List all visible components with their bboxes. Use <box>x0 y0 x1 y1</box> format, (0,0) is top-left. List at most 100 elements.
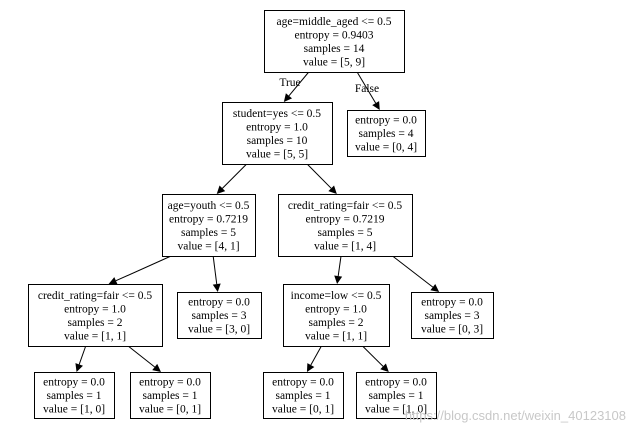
node-box <box>34 372 115 419</box>
node-line: samples = 4 <box>358 128 413 140</box>
edge-n5-n10 <box>128 346 156 368</box>
node-line: entropy = 0.7219 <box>306 213 385 225</box>
edge-n0-n2 <box>356 72 377 104</box>
node-line: value = [0, 4] <box>355 142 417 154</box>
node-line: value = [1, 0] <box>43 404 105 416</box>
node-line: credit_rating=fair <= 0.5 <box>288 200 403 212</box>
node-line: samples = 14 <box>304 43 365 55</box>
node-line: samples = 1 <box>368 390 423 402</box>
node-line: entropy = 0.0 <box>43 377 105 389</box>
edge-label: False <box>355 83 379 95</box>
node-line: value = [1, 1] <box>64 330 126 342</box>
node-line: samples = 1 <box>46 390 101 402</box>
arrowhead-icon <box>334 275 343 284</box>
node-box <box>177 292 262 339</box>
node-line: value = [1, 0] <box>365 404 427 416</box>
node-line: credit_rating=fair <= 0.5 <box>38 290 153 302</box>
node-box <box>283 284 390 347</box>
node-line: age=middle_aged <= 0.5 <box>277 16 392 28</box>
node-box <box>28 284 163 347</box>
edge-n5-n9 <box>78 346 87 365</box>
arrowhead-icon <box>212 283 221 292</box>
node-box <box>130 372 211 419</box>
edge-n7-n11 <box>310 346 322 366</box>
node-line: samples = 2 <box>67 317 122 329</box>
node-box <box>162 194 256 257</box>
node-line: value = [4, 1] <box>177 240 239 252</box>
edge-label: True <box>279 77 300 89</box>
node-line: samples = 2 <box>308 317 363 329</box>
node-line: samples = 1 <box>275 390 330 402</box>
node-line: samples = 10 <box>247 135 308 147</box>
node-line: student=yes <= 0.5 <box>233 108 321 120</box>
node-box <box>263 372 344 419</box>
edge-n1-n4 <box>307 164 332 189</box>
node-box <box>278 194 413 257</box>
node-line: entropy = 1.0 <box>305 303 367 315</box>
node-line: entropy = 1.0 <box>246 121 308 133</box>
node-box <box>264 10 405 73</box>
edge-n7-n12 <box>362 346 384 367</box>
node-line: entropy = 0.0 <box>139 377 201 389</box>
node-line: value = [0, 1] <box>272 404 334 416</box>
edge-n4-n8 <box>392 256 434 288</box>
node-line: age=youth <= 0.5 <box>168 200 250 212</box>
node-line: value = [5, 9] <box>303 56 365 68</box>
node-line: entropy = 0.0 <box>355 115 417 127</box>
node-box <box>347 110 426 157</box>
node-line: entropy = 0.0 <box>421 297 483 309</box>
node-box <box>411 292 494 339</box>
node-line: entropy = 0.7219 <box>169 213 248 225</box>
node-line: samples = 3 <box>424 310 479 322</box>
watermark-text: https://blog.csdn.net/weixin_40123108 <box>405 408 626 423</box>
node-line: value = [3, 0] <box>188 324 250 336</box>
arrowhead-icon <box>430 283 440 292</box>
node-line: entropy = 0.9403 <box>295 29 374 41</box>
node-line: value = [1, 1] <box>305 330 367 342</box>
node-box <box>356 372 437 419</box>
node-line: entropy = 0.0 <box>188 297 250 309</box>
arrowhead-icon <box>306 363 315 372</box>
node-line: value = [1, 4] <box>314 240 376 252</box>
node-line: samples = 1 <box>142 390 197 402</box>
edge-n3-n6 <box>212 256 218 285</box>
node-line: value = [0, 1] <box>139 404 201 416</box>
node-line: value = [0, 3] <box>421 324 483 336</box>
node-line: samples = 5 <box>317 227 372 239</box>
edge-n4-n7 <box>337 256 342 277</box>
node-line: entropy = 0.0 <box>365 377 427 389</box>
edge-n1-n3 <box>222 164 247 189</box>
node-line: entropy = 1.0 <box>64 303 126 315</box>
node-line: entropy = 0.0 <box>272 377 334 389</box>
edge-n0-n1 <box>288 72 309 97</box>
arrowhead-icon <box>283 93 293 102</box>
arrowhead-icon <box>380 363 389 372</box>
node-line: income=low <= 0.5 <box>291 290 382 302</box>
arrowhead-icon <box>152 363 161 372</box>
node-box <box>222 102 333 165</box>
edge-n3-n5 <box>115 256 171 282</box>
node-line: samples = 3 <box>191 310 246 322</box>
arrowhead-icon <box>328 185 337 194</box>
node-line: samples = 5 <box>181 227 236 239</box>
arrowhead-icon <box>372 101 380 110</box>
arrowhead-icon <box>216 185 226 194</box>
node-line: value = [5, 5] <box>246 148 308 160</box>
arrowhead-icon <box>75 363 83 372</box>
